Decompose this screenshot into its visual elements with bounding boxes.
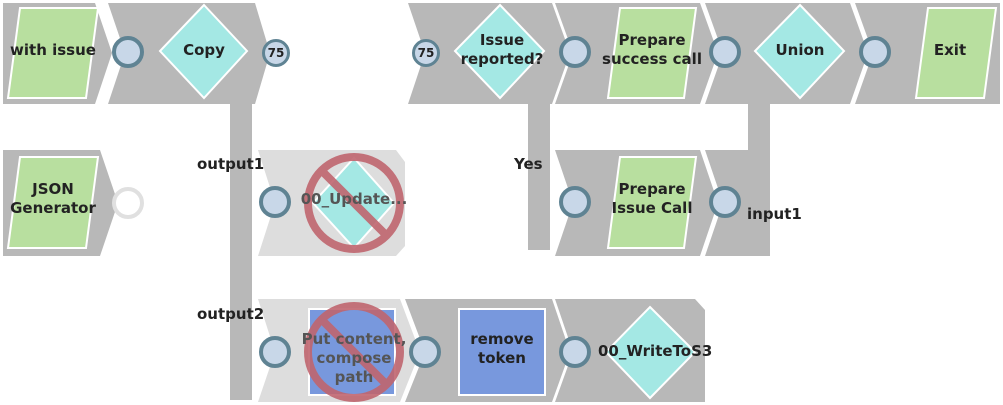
view-label-output1: output1 — [197, 155, 265, 173]
input-port[interactable] — [709, 36, 741, 68]
prohibited-icon — [304, 302, 404, 402]
script-icon[interactable] — [458, 308, 546, 396]
transform-icon[interactable] — [158, 3, 249, 100]
snap-label-prepare-issue-call: Prepare Issue Call — [611, 180, 693, 217]
snap-label-remove-token: remove token — [470, 330, 534, 367]
unconnected-output-port[interactable] — [112, 187, 144, 219]
output-port[interactable] — [709, 186, 741, 218]
exit-icon[interactable] — [914, 7, 998, 99]
snap-label-issue-reported: Issue reported? — [460, 31, 544, 68]
input-port[interactable] — [559, 336, 591, 368]
json-generator-icon[interactable] — [6, 156, 100, 249]
input-port[interactable] — [559, 186, 591, 218]
snap-label-json-generator: JSON Generator — [10, 180, 96, 217]
document-count-badge: 75 — [262, 39, 290, 67]
input-port[interactable] — [259, 336, 291, 368]
view-label-output2: output2 — [197, 305, 265, 323]
snap-label-put-content: Put content, compose path — [301, 330, 407, 386]
s3-writer-icon[interactable] — [604, 305, 697, 400]
output-port[interactable] — [112, 36, 144, 68]
prohibited-icon — [304, 153, 404, 253]
snap-label-update: 00_Update... — [300, 190, 408, 208]
input-port[interactable] — [259, 186, 291, 218]
snap-label-prepare-success-call: Prepare success call — [602, 31, 702, 68]
snap-label-exit: Exit — [933, 41, 967, 59]
document-count-badge: 75 — [412, 39, 440, 67]
mapper-icon[interactable] — [606, 156, 698, 249]
snap-label-copy: Copy — [183, 41, 225, 59]
router-icon[interactable] — [453, 3, 546, 100]
input-port[interactable] — [859, 36, 891, 68]
snap-label-write-to-s3: 00_WriteToS3 — [598, 342, 713, 360]
snap-label-with-issue: with issue — [10, 41, 96, 59]
view-label-input1: input1 — [747, 205, 802, 223]
snap-label-union: Union — [775, 41, 825, 59]
mapper-icon[interactable] — [606, 7, 698, 99]
parser-icon[interactable] — [6, 7, 100, 99]
input-port[interactable] — [409, 336, 441, 368]
union-icon[interactable] — [753, 3, 846, 100]
view-label-yes: Yes — [514, 155, 543, 173]
input-port[interactable] — [559, 36, 591, 68]
